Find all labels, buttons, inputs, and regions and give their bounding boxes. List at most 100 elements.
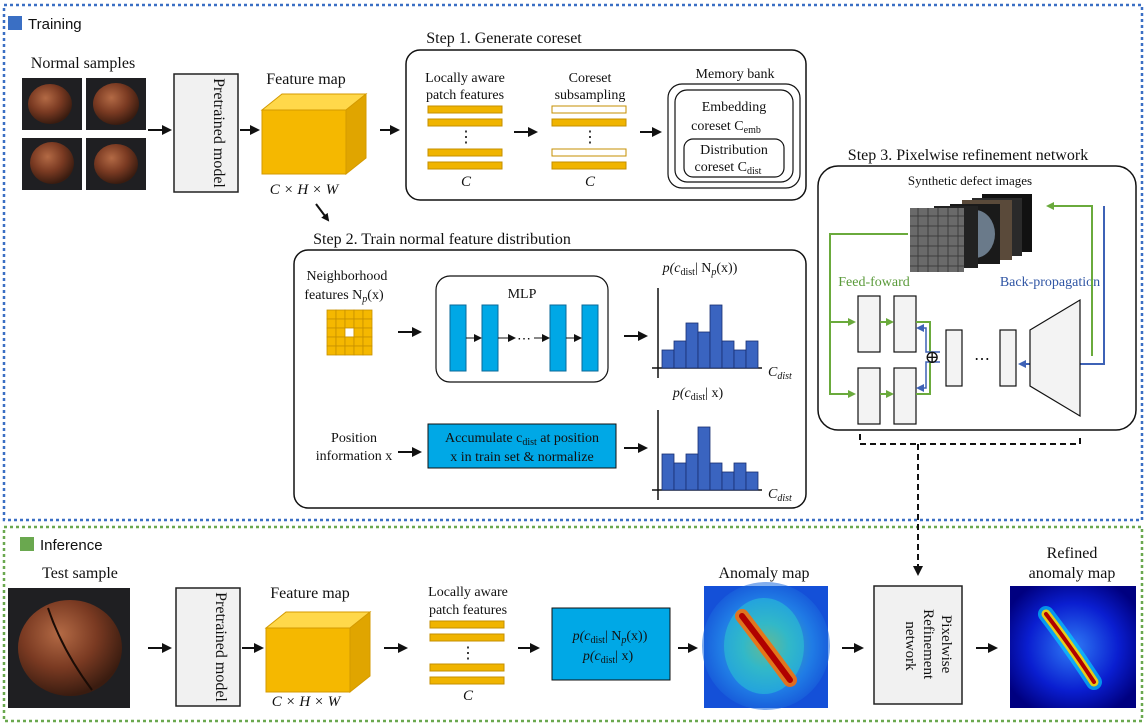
neighborhood-cell — [353, 309, 364, 320]
normal-sample-images — [22, 78, 146, 190]
hist2-title: p(cdist| x) — [672, 386, 724, 403]
inference-feature-dims-label: C × H × W — [272, 694, 342, 710]
neighborhood-cell — [353, 345, 364, 356]
neighborhood-cell — [326, 327, 337, 338]
neighborhood-cell — [326, 336, 337, 347]
hist-bar — [697, 426, 711, 491]
neighborhood-label-2: features Np(x) — [304, 288, 384, 305]
hist-bar — [733, 349, 747, 369]
neighborhood-cell — [353, 336, 364, 347]
training-legend-square — [8, 16, 22, 30]
position-label-1: Position — [331, 431, 377, 446]
probability-box — [551, 607, 671, 681]
neighborhood-cell — [353, 327, 364, 338]
inference-section-label: Inference — [40, 537, 103, 554]
mlp-dots: ⋯ — [517, 332, 531, 347]
hist-bar — [685, 322, 699, 369]
step1-patch-features — [427, 105, 503, 170]
back-propagation-label: Back-propagation — [1000, 275, 1100, 290]
neighborhood-cell — [362, 318, 373, 329]
feature-map-label: Feature map — [266, 71, 346, 88]
neighborhood-cell — [344, 327, 355, 338]
inference-legend-square — [20, 537, 34, 551]
histogram-1 — [652, 288, 762, 378]
probability-line-1: p(cdist| Np(x)) — [572, 629, 648, 646]
inference-pretrained-model-label: Pretrained model — [212, 592, 229, 702]
hist-bar — [745, 340, 759, 369]
inference-vdots: ⋮ — [460, 645, 476, 662]
inference-feature-map-label: Feature map — [270, 585, 350, 602]
step1-patch-label-1: Locally aware — [425, 71, 505, 86]
embedding-coreset-label-2: coreset Cemb — [691, 119, 761, 136]
neighborhood-cell — [344, 345, 355, 356]
hist-bar — [709, 304, 723, 369]
accumulate-label-1: Accumulate cdist at position — [445, 431, 599, 448]
hist1-axis-label: Cdist — [768, 365, 792, 382]
step2-title: Step 2. Train normal feature distributio… — [313, 231, 571, 248]
hist-bar — [673, 462, 687, 491]
hist-bar — [697, 331, 711, 369]
hist-bar — [661, 349, 675, 369]
mlp-label: MLP — [508, 287, 537, 302]
neighborhood-cell — [326, 309, 337, 320]
hist-bar — [661, 453, 675, 491]
hist1-title: p(cdist| Np(x)) — [662, 261, 738, 278]
accumulate-label-2: x in train set & normalize — [450, 450, 593, 465]
synthetic-defect-images — [910, 194, 1032, 272]
inference-patch-label-2: patch features — [429, 603, 507, 618]
neighborhood-cell — [344, 309, 355, 320]
refinement-network-label: Pixelwise Refinement network — [902, 609, 954, 683]
inference-patch-label-1: Locally aware — [428, 585, 508, 600]
neighborhood-cell — [335, 336, 346, 347]
step1-coreset-features — [551, 105, 627, 170]
step1-c-label-1: C — [461, 174, 472, 190]
neighborhood-cell — [326, 345, 337, 356]
neighborhood-cell — [362, 309, 373, 320]
step1-vdots-1: ⋮ — [458, 129, 474, 146]
refined-anomaly-map-image — [1010, 586, 1136, 708]
distribution-coreset-label-2: coreset Cdist — [695, 160, 762, 177]
step1-coreset-label-1: Coreset — [569, 71, 612, 86]
memory-bank-label: Memory bank — [696, 67, 775, 82]
anomaly-map-image — [702, 582, 830, 710]
step1-patch-label-2: patch features — [426, 88, 504, 103]
training-section-border — [2, 3, 1144, 522]
neighborhood-grid — [326, 309, 373, 356]
refinement-network-diagram — [829, 202, 1105, 425]
hist-bar — [733, 462, 747, 491]
step1-title: Step 1. Generate coreset — [426, 30, 582, 47]
neighborhood-cell — [335, 309, 346, 320]
step1-c-label-2: C — [585, 174, 596, 190]
hist-bar — [685, 453, 699, 491]
refined-label-2: anomaly map — [1029, 565, 1116, 582]
pretrained-model-label: Pretrained model — [210, 78, 227, 188]
embedding-coreset-label-1: Embedding — [702, 100, 767, 115]
feature-dims-label: C × H × W — [270, 182, 340, 198]
inference-feature-map-cube — [264, 610, 372, 694]
neighborhood-cell — [344, 336, 355, 347]
test-sample-label: Test sample — [42, 565, 118, 582]
neighborhood-cell — [353, 318, 364, 329]
hist2-axis-label: Cdist — [768, 487, 792, 504]
refinement-network-box — [873, 585, 963, 705]
arrow-feature-to-step2 — [315, 203, 330, 222]
neighborhood-cell — [335, 345, 346, 356]
step1-coreset-label-2: subsampling — [555, 88, 626, 103]
feature-map-cube — [260, 92, 368, 176]
distribution-coreset-box — [683, 138, 785, 178]
inference-c-label: C — [463, 688, 474, 704]
neighborhood-cell — [362, 327, 373, 338]
mlp-layers — [449, 304, 599, 372]
neighborhood-label-1: Neighborhood — [307, 269, 388, 284]
neighborhood-cell — [344, 318, 355, 329]
neighborhood-cell — [326, 318, 337, 329]
inference-pretrained-model-box — [175, 587, 241, 707]
neighborhood-cell — [335, 318, 346, 329]
hist-bar — [745, 471, 759, 491]
accumulate-box — [427, 423, 617, 469]
inference-patch-features — [429, 620, 505, 685]
neighborhood-cell — [362, 336, 373, 347]
step1-vdots-2: ⋮ — [582, 129, 598, 146]
plus-symbol: ⊕ — [924, 347, 939, 367]
hist-bar — [721, 471, 735, 491]
